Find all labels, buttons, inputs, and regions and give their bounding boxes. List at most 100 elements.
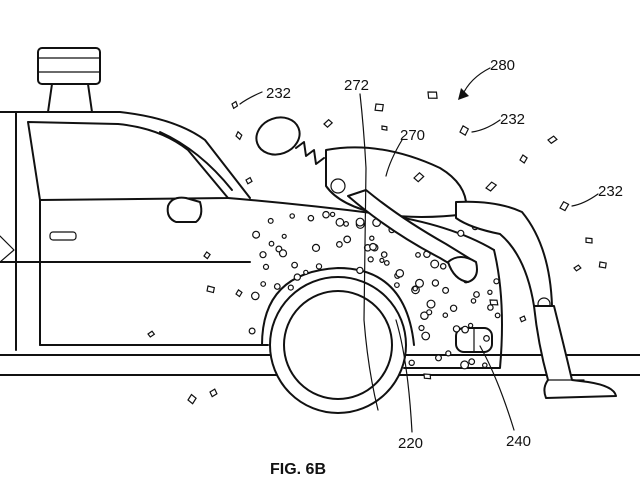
vehicle: [0, 111, 503, 369]
adhesive-dot: [356, 266, 364, 275]
adhesive-dot: [481, 362, 488, 369]
adhesive-dot: [273, 283, 281, 290]
adhesive-dot: [431, 279, 440, 287]
adhesive-dot: [259, 251, 267, 259]
adhesive-dot: [383, 260, 390, 266]
adhesive-dot: [252, 230, 261, 239]
adhesive-dot: [394, 282, 400, 289]
adhesive-particle: [374, 103, 384, 112]
adhesive-dot: [408, 359, 415, 366]
adhesive-region: [248, 210, 501, 370]
adhesive-dot: [494, 312, 501, 319]
adhesive-dot: [493, 278, 500, 285]
adhesive-dot: [307, 214, 315, 222]
adhesive-dot: [439, 262, 447, 270]
adhesive-particle: [423, 373, 432, 380]
adhesive-dot: [369, 242, 377, 251]
adhesive-particle: [573, 264, 582, 272]
adhesive-particle: [427, 91, 438, 99]
adhesive-dot: [435, 354, 443, 362]
adhesive-dot: [369, 235, 375, 241]
adhesive-dot: [395, 268, 405, 278]
numeral-272: 272: [344, 77, 369, 94]
adhesive-dot: [289, 213, 296, 219]
adhesive-particle: [323, 118, 334, 128]
adhesive-dot: [420, 311, 429, 321]
adhesive-dot: [287, 284, 294, 291]
adhesive-dot: [452, 325, 461, 333]
adhesive-particle: [459, 124, 470, 136]
adhesive-dot: [457, 229, 465, 237]
leader-lines: [239, 67, 599, 433]
adhesive-dot: [303, 269, 309, 276]
numeral-270: 270: [400, 127, 425, 144]
adhesive-particle: [245, 176, 253, 185]
adhesive-dot: [267, 217, 274, 224]
adhesive-particle: [485, 181, 498, 192]
adhesive-particle: [413, 171, 425, 183]
figure-caption: FIG. 6B: [270, 461, 326, 478]
numeral-232-left: 232: [266, 85, 291, 102]
adhesive-particle: [559, 200, 570, 212]
adhesive-particle: [231, 100, 239, 110]
adhesive-particle: [206, 285, 216, 294]
adhesive-dot: [442, 286, 450, 294]
adhesive-particle: [547, 135, 558, 145]
adhesive-particles: [147, 91, 607, 405]
adhesive-particle: [235, 289, 243, 298]
adhesive-dot: [412, 285, 419, 292]
adhesive-particle: [203, 251, 211, 260]
adhesive-dot: [426, 299, 436, 309]
adhesive-dot: [461, 325, 470, 334]
adhesive-dot: [473, 291, 480, 298]
numeral-220: 220: [398, 435, 423, 452]
adhesive-dot: [248, 327, 256, 335]
numeral-280: 280: [490, 57, 515, 74]
adhesive-particle: [585, 237, 593, 244]
adhesive-dot: [336, 240, 343, 248]
adhesive-dot: [445, 350, 452, 357]
adhesive-dot: [251, 291, 260, 301]
adhesive-dot: [281, 233, 287, 239]
pedestrian: [255, 116, 617, 399]
adhesive-dot: [293, 273, 301, 281]
adhesive-dot: [367, 256, 374, 263]
adhesive-dot: [380, 251, 388, 258]
numeral-240: 240: [506, 433, 531, 450]
roof-sensor: [37, 47, 101, 113]
adhesive-dot: [291, 261, 299, 269]
adhesive-dot: [260, 281, 267, 287]
adhesive-dot: [415, 251, 421, 258]
adhesive-dot: [262, 263, 270, 270]
adhesive-dot: [278, 249, 288, 258]
adhesive-dot: [468, 358, 476, 366]
adhesive-particle: [519, 154, 528, 164]
adhesive-dot: [442, 312, 449, 319]
adhesive-particle: [598, 261, 607, 269]
reference-numerals: 280 232 272 232 270 232 220 240: [266, 57, 623, 452]
front-wheel: [269, 276, 407, 414]
adhesive-dot: [430, 259, 440, 269]
adhesive-dot: [322, 210, 330, 219]
adhesive-dot: [449, 304, 458, 312]
adhesive-particle: [147, 330, 156, 338]
adhesive-particle: [489, 299, 499, 306]
adhesive-dot: [335, 217, 345, 227]
adhesive-particle: [381, 125, 388, 131]
adhesive-dot: [421, 331, 431, 341]
adhesive-dot: [460, 360, 470, 370]
adhesive-dot: [268, 240, 275, 247]
adhesive-particle: [519, 315, 527, 323]
adhesive-dot: [418, 324, 425, 332]
numeral-232-center: 232: [500, 111, 525, 128]
adhesive-particle: [187, 393, 197, 405]
adhesive-dot: [343, 235, 352, 244]
adhesive-dot: [483, 335, 490, 342]
adhesive-dot: [470, 298, 477, 304]
adhesive-dot: [379, 257, 385, 263]
adhesive-dot: [467, 322, 474, 329]
adhesive-dot: [343, 220, 350, 227]
adhesive-particle: [209, 388, 218, 398]
adhesive-dot: [426, 309, 433, 316]
